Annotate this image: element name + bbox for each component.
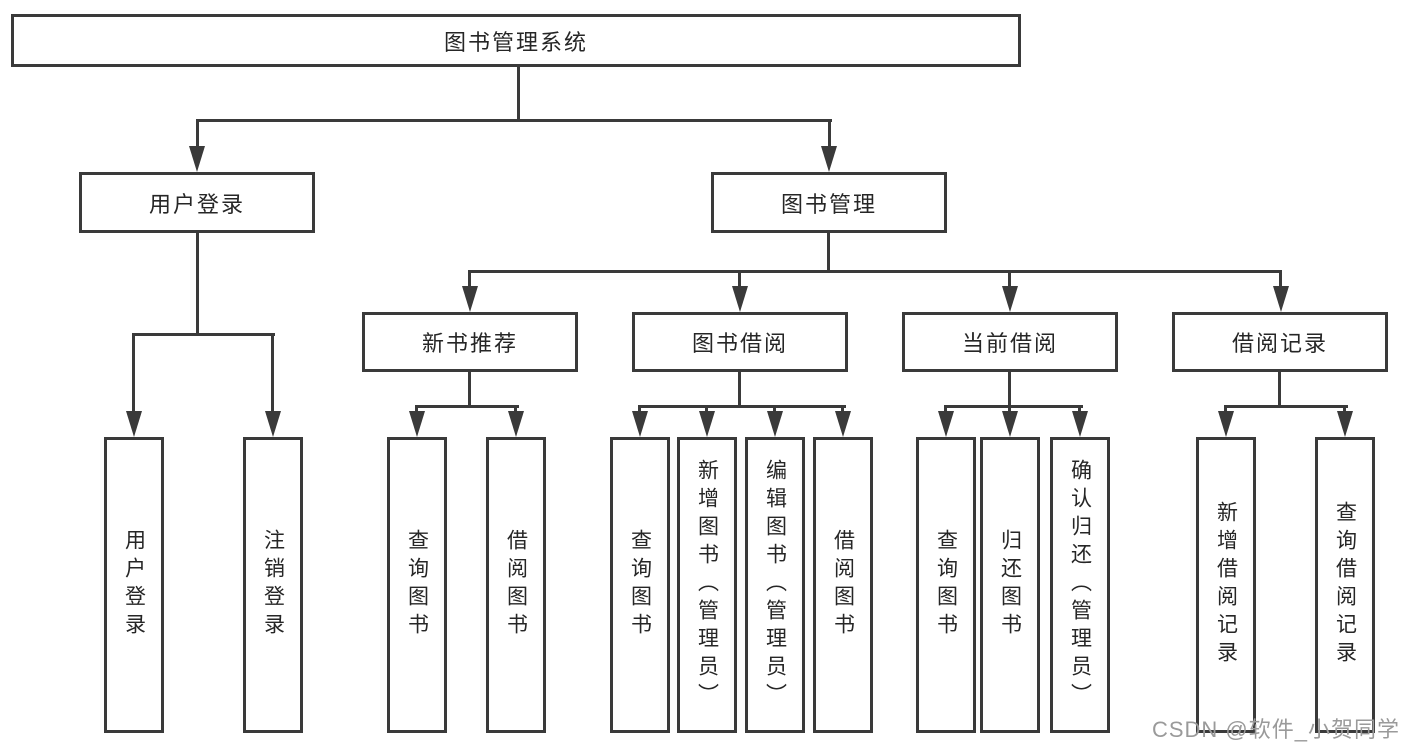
- down-arrowhead-icon: [1072, 411, 1088, 437]
- down-arrowhead-icon: [835, 411, 851, 437]
- connector-stem: [1008, 370, 1011, 408]
- leaf-borrow-query-book: 查询图书: [610, 437, 670, 733]
- node-borrow-record: 借阅记录: [1172, 312, 1388, 372]
- leaf-borrow-edit-book-admin: 编辑图书（管理员）: [745, 437, 805, 733]
- connector-bar: [944, 405, 1083, 408]
- down-arrowhead-icon: [265, 411, 281, 437]
- leaf-logout-login: 注销登录: [243, 437, 303, 733]
- connector-stem: [1278, 370, 1281, 408]
- leaf-borrow-borrow-book-label: 借阅图书: [831, 529, 855, 641]
- leaf-current-query-book-label: 查询图书: [934, 529, 958, 641]
- leaf-current-query-book: 查询图书: [916, 437, 976, 733]
- connector-stem: [196, 231, 199, 336]
- leaf-logout-login-label: 注销登录: [261, 529, 285, 641]
- leaf-borrow-edit-book-admin-label: 编辑图书（管理员）: [763, 459, 787, 711]
- leaf-user-login-label: 用户登录: [122, 529, 146, 641]
- node-library-system: 图书管理系统: [11, 14, 1021, 67]
- node-current-borrow: 当前借阅: [902, 312, 1118, 372]
- leaf-borrow-add-book-admin: 新增图书（管理员）: [677, 437, 737, 733]
- down-arrowhead-icon: [699, 411, 715, 437]
- down-arrowhead-icon: [767, 411, 783, 437]
- node-new-book-recommend: 新书推荐: [362, 312, 578, 372]
- leaf-current-confirm-return-admin-label: 确认归还（管理员）: [1068, 459, 1092, 711]
- down-arrowhead-icon: [508, 411, 524, 437]
- leaf-borrow-query-book-label: 查询图书: [628, 529, 652, 641]
- node-user-login-label: 用户登录: [148, 191, 245, 217]
- down-arrowhead-icon: [1337, 411, 1353, 437]
- leaf-borrow-borrow-book: 借阅图书: [813, 437, 873, 733]
- node-book-management-label: 图书管理: [780, 191, 877, 217]
- node-user-login: 用户登录: [79, 172, 315, 233]
- connector-stem: [738, 370, 741, 408]
- connector-drop: [271, 333, 274, 413]
- connector-bar: [638, 405, 846, 408]
- connector-drop: [1279, 270, 1282, 292]
- node-book-management: 图书管理: [711, 172, 947, 233]
- connector-stem: [517, 66, 520, 122]
- connector-drop: [196, 119, 199, 151]
- down-arrowhead-icon: [821, 146, 837, 172]
- node-book-borrow-label: 图书借阅: [691, 331, 788, 356]
- connector-drop: [468, 270, 471, 292]
- down-arrowhead-icon: [732, 286, 748, 312]
- connector-drop: [1008, 270, 1011, 292]
- leaf-newbook-query-book-label: 查询图书: [405, 529, 429, 641]
- leaf-borrow-add-book-admin-label: 新增图书（管理员）: [695, 459, 719, 711]
- node-new-book-recommend-label: 新书推荐: [421, 331, 518, 356]
- down-arrowhead-icon: [1002, 286, 1018, 312]
- down-arrowhead-icon: [632, 411, 648, 437]
- down-arrowhead-icon: [189, 146, 205, 172]
- down-arrowhead-icon: [938, 411, 954, 437]
- leaf-current-return-book-label: 归还图书: [998, 529, 1022, 641]
- leaf-record-query-borrow-record-label: 查询借阅记录: [1333, 501, 1357, 669]
- node-borrow-record-label: 借阅记录: [1231, 331, 1328, 356]
- connector-drop: [828, 119, 831, 151]
- connector-bar: [196, 119, 832, 122]
- leaf-record-add-borrow-record: 新增借阅记录: [1196, 437, 1256, 733]
- connector-drop: [132, 333, 135, 413]
- leaf-current-return-book: 归还图书: [980, 437, 1040, 733]
- down-arrowhead-icon: [126, 411, 142, 437]
- down-arrowhead-icon: [409, 411, 425, 437]
- node-book-borrow: 图书借阅: [632, 312, 848, 372]
- connector-stem: [827, 231, 830, 273]
- down-arrowhead-icon: [1273, 286, 1289, 312]
- connector-bar: [468, 270, 1282, 273]
- leaf-newbook-borrow-book: 借阅图书: [486, 437, 546, 733]
- node-current-borrow-label: 当前借阅: [961, 331, 1058, 356]
- down-arrowhead-icon: [1218, 411, 1234, 437]
- leaf-user-login: 用户登录: [104, 437, 164, 733]
- watermark: CSDN @软件_小贺同学: [1151, 717, 1400, 742]
- leaf-record-query-borrow-record: 查询借阅记录: [1315, 437, 1375, 733]
- down-arrowhead-icon: [1002, 411, 1018, 437]
- leaf-record-add-borrow-record-label: 新增借阅记录: [1214, 501, 1238, 669]
- node-library-system-label: 图书管理系统: [443, 29, 588, 55]
- connector-bar: [415, 405, 519, 408]
- down-arrowhead-icon: [462, 286, 478, 312]
- leaf-newbook-query-book: 查询图书: [387, 437, 447, 733]
- connector-bar: [1224, 405, 1348, 408]
- connector-stem: [468, 370, 471, 408]
- leaf-newbook-borrow-book-label: 借阅图书: [504, 529, 528, 641]
- connector-bar: [132, 333, 275, 336]
- connector-drop: [738, 270, 741, 292]
- leaf-current-confirm-return-admin: 确认归还（管理员）: [1050, 437, 1110, 733]
